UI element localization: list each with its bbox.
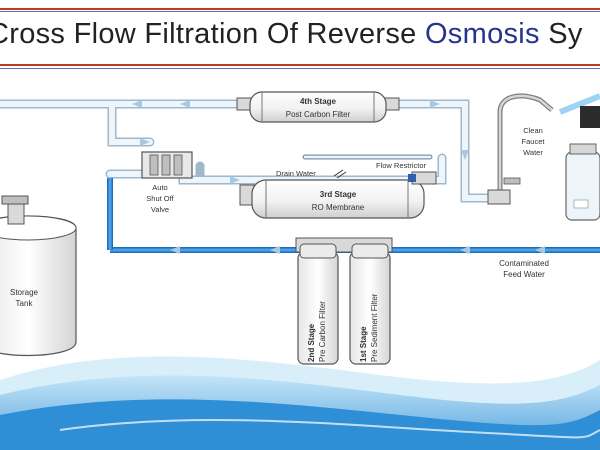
stage2-pre-carbon-filter — [297, 243, 339, 365]
feed-label-1: Contaminated — [499, 259, 549, 268]
drain-water-label: Drain Water — [276, 169, 316, 178]
feed-label-2: Feed Water — [503, 270, 545, 279]
stage3-title: 3rd Stage — [320, 190, 357, 199]
stage1-pre-sediment-filter — [349, 243, 391, 365]
title-bar: Cross Flow Filtration Of Reverse Osmosis… — [0, 0, 600, 72]
faucet-label-3: Water — [523, 148, 543, 157]
auto-shut-off-valve — [141, 151, 193, 179]
stage2-subtitle: Pre Carbon Filter — [318, 301, 327, 362]
stage3-ro-membrane — [239, 171, 437, 219]
wave-background — [0, 356, 600, 450]
water-bottle — [565, 143, 600, 221]
tank-label-2: Tank — [16, 299, 34, 308]
title-accent: Osmosis — [424, 18, 540, 50]
storage-tank — [0, 195, 77, 357]
stage4-post-carbon-filter — [236, 91, 400, 123]
stage2-title: 2nd Stage — [307, 323, 316, 362]
faucet-label-2: Faucet — [522, 137, 546, 146]
page-title: Cross Flow Filtration Of Reverse Osmosis… — [0, 18, 583, 51]
stage1-subtitle: Pre Sediment Filter — [370, 293, 379, 362]
faucet — [487, 93, 554, 205]
faucet-label-1: Clean — [523, 126, 543, 135]
flow-restrictor-label: Flow Restrictor — [376, 161, 427, 170]
title-rule-bottom — [0, 64, 600, 66]
title-rule-top — [0, 8, 600, 10]
stage1-title: 1st Stage — [359, 326, 368, 362]
title-main: Cross Flow Filtration Of Reverse — [0, 18, 425, 50]
tap-nozzle-icon — [558, 93, 600, 128]
valve-label-3: Valve — [151, 205, 169, 214]
stage3-subtitle: RO Membrane — [312, 203, 365, 212]
drain-arrow-icon — [333, 169, 347, 179]
valve-label-2: Shut Off — [146, 194, 174, 203]
title-rule-top-blue — [0, 11, 600, 12]
stage1-label-group: 1st Stage Pre Sediment Filter — [359, 293, 379, 362]
title-tail: Sy — [539, 18, 583, 50]
stage2-label-group: 2nd Stage Pre Carbon Filter — [307, 301, 327, 362]
title-rule-bottom-blue — [0, 68, 600, 69]
tank-label-1: Storage — [10, 288, 39, 297]
valve-label-1: Auto — [152, 183, 167, 192]
stage4-subtitle: Post Carbon Filter — [286, 110, 351, 119]
stage4-title: 4th Stage — [300, 97, 337, 106]
flow-arrows — [132, 100, 545, 254]
